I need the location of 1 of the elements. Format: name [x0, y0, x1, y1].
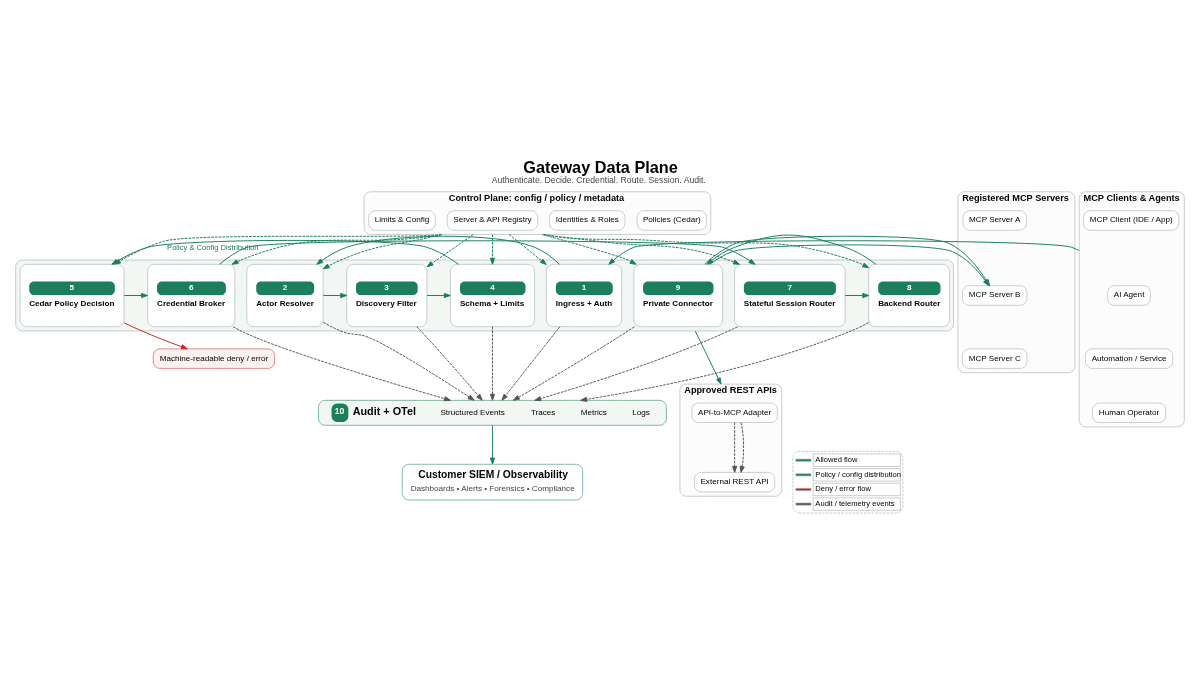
diagram-title: Gateway Data Plane — [523, 157, 678, 176]
